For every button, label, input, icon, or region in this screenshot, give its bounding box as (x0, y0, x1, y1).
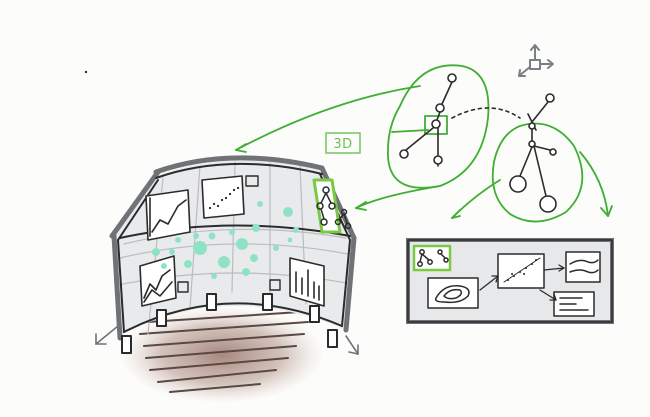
curved-display-wall (109, 155, 357, 354)
wall-scatter-chart (201, 175, 245, 219)
tree-graph-icon (509, 93, 557, 213)
wall-mug-icons (177, 175, 281, 293)
stray-dot (84, 70, 88, 74)
dashed-link (451, 107, 521, 119)
wall-bar-chart (289, 257, 325, 307)
label-3d-text: 3D (333, 137, 352, 152)
wall-tree-panel (312, 178, 352, 234)
wall-area-chart (139, 255, 177, 307)
axis-gizmo-icon (518, 44, 554, 77)
tree-graph-icon (399, 73, 457, 167)
label-3d-box: 3D (325, 132, 361, 154)
desktop-display-panel (406, 238, 614, 324)
green-flow-arrows (235, 64, 613, 223)
wall-teal-dots (152, 201, 299, 279)
wall-line-chart (145, 189, 191, 241)
outward-arrows (95, 325, 359, 355)
